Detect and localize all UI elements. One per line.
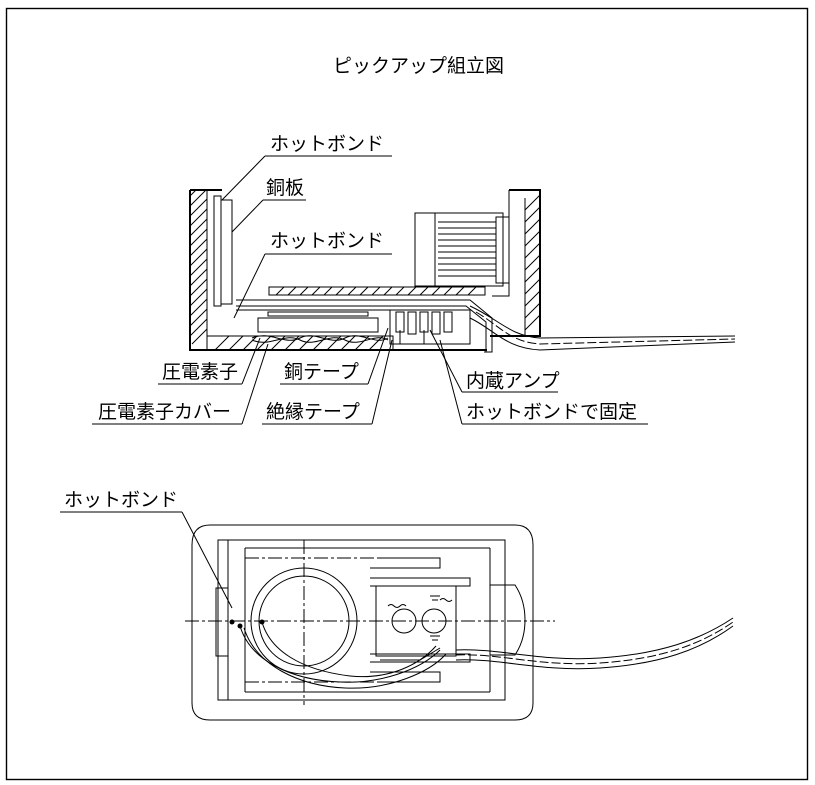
label-built-in-amp: 内蔵アンプ <box>466 370 560 392</box>
side-leaders <box>92 155 648 425</box>
label-insulation-tape: 絶縁テープ <box>266 401 360 423</box>
output-jack <box>414 212 510 287</box>
label-piezo-cover: 圧電素子カバー <box>98 401 231 423</box>
label-piezo-element: 圧電素子 <box>162 361 238 383</box>
label-copper-plate: 銅板 <box>266 177 304 199</box>
built-in-amp <box>389 309 471 345</box>
side-housing <box>189 189 541 351</box>
piezo-element <box>251 311 389 343</box>
tape-strip <box>236 286 493 353</box>
copper-plate <box>213 195 233 307</box>
top-leader <box>60 511 233 609</box>
side-view: ホットボンド 銅板 ホットボンド 圧電素子 銅テープ 内蔵アンプ 圧電素子カバー… <box>92 133 736 425</box>
label-hot-bond-mid: ホットボンド <box>270 230 384 252</box>
top-wires <box>215 587 447 689</box>
top-cable <box>455 617 734 670</box>
piezo-disc <box>250 540 358 705</box>
sheet-border <box>5 7 809 781</box>
label-hot-bond-top: ホットボンド <box>270 133 384 155</box>
top-housing <box>191 524 534 721</box>
label-copper-tape: 銅テープ <box>284 361 359 383</box>
drawing-title: ピックアップ組立図 <box>333 55 504 77</box>
top-view: ホットボンド <box>60 489 734 721</box>
side-cable <box>469 305 736 351</box>
label-hot-bond-top-view: ホットボンド <box>64 489 178 511</box>
label-hot-bond-fix: ホットボンドで固定 <box>466 401 637 423</box>
